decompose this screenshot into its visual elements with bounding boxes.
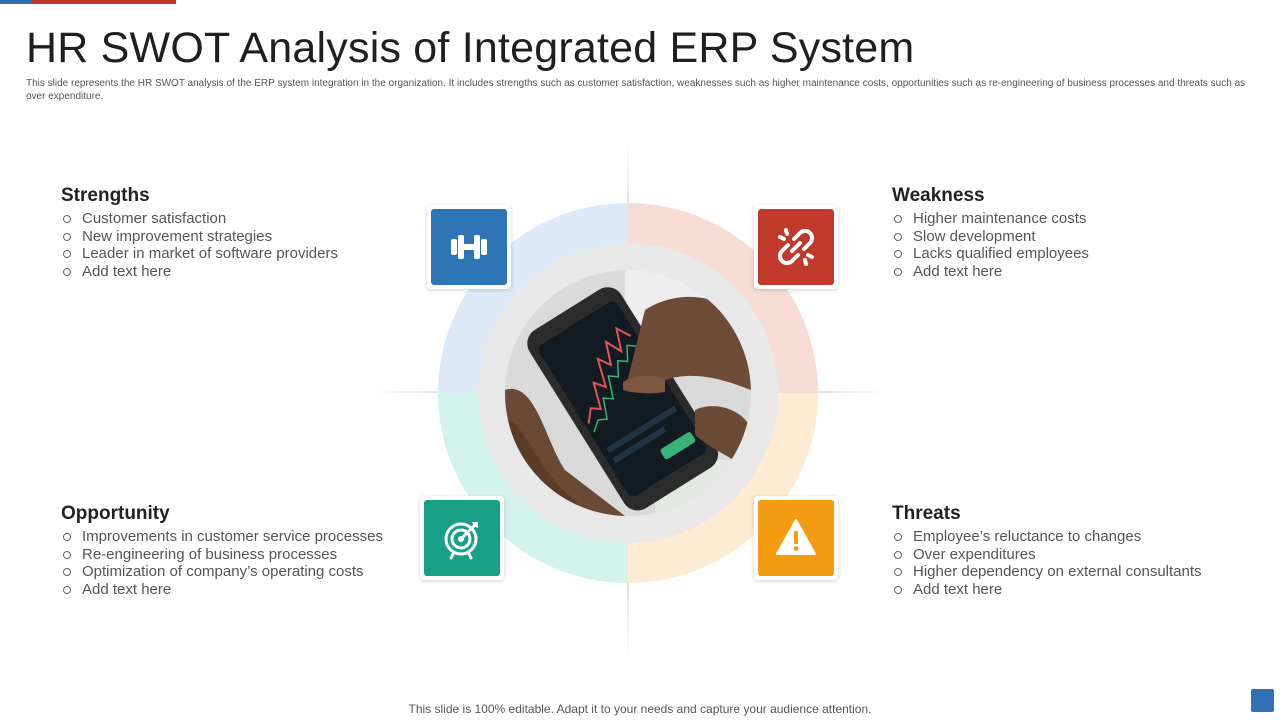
dumbbell-icon — [447, 225, 491, 269]
list-item[interactable]: Add text here — [892, 581, 1252, 599]
list-item[interactable]: Higher dependency on external consultant… — [892, 563, 1252, 581]
bullet-icon — [894, 551, 902, 559]
weakness-icon-background — [758, 209, 834, 285]
opportunity-title[interactable]: Opportunity — [61, 503, 421, 525]
list-item[interactable]: Employee’s reluctance to changes — [892, 528, 1252, 546]
list-item[interactable]: Optimization of company’s operating cost… — [61, 563, 421, 581]
threats-icon-background — [758, 500, 834, 576]
list-item[interactable]: Customer satisfaction — [61, 210, 421, 228]
bullet-icon — [63, 215, 71, 223]
list-item[interactable]: Add text here — [61, 263, 421, 281]
list-item[interactable]: Add text here — [61, 581, 421, 599]
target-icon — [440, 516, 484, 560]
bullet-icon — [63, 586, 71, 594]
bullet-icon — [63, 268, 71, 276]
strengths-icon-tile[interactable] — [427, 205, 511, 289]
list-item[interactable]: Improvements in customer service process… — [61, 528, 421, 546]
warning-icon — [774, 516, 818, 560]
strengths-title[interactable]: Strengths — [61, 185, 421, 207]
opportunity-icon-tile[interactable] — [420, 496, 504, 580]
strengths-section: Strengths Customer satisfaction New impr… — [61, 185, 421, 281]
opportunity-list: Improvements in customer service process… — [61, 528, 421, 599]
bullet-icon — [894, 250, 902, 258]
broken-link-icon — [774, 225, 818, 269]
strengths-list: Customer satisfaction New improvement st… — [61, 210, 421, 281]
bullet-icon — [894, 233, 902, 241]
bullet-icon — [894, 268, 902, 276]
opportunity-icon-background — [424, 500, 500, 576]
list-item[interactable]: Add text here — [892, 263, 1252, 281]
bullet-icon — [894, 568, 902, 576]
threats-icon-tile[interactable] — [754, 496, 838, 580]
bullet-icon — [63, 551, 71, 559]
list-item[interactable]: New improvement strategies — [61, 228, 421, 246]
weakness-list: Higher maintenance costs Slow developmen… — [892, 210, 1252, 281]
threats-title[interactable]: Threats — [892, 503, 1252, 525]
bullet-icon — [894, 215, 902, 223]
list-item[interactable]: Slow development — [892, 228, 1252, 246]
smartphone-photo[interactable] — [505, 270, 751, 516]
list-item[interactable]: Leader in market of software providers — [61, 245, 421, 263]
bullet-icon — [63, 533, 71, 541]
accent-bar-blue — [0, 0, 32, 4]
accent-bar-red — [32, 0, 176, 4]
smartphone-illustration — [505, 270, 751, 516]
list-item[interactable]: Re-engineering of business processes — [61, 546, 421, 564]
slide-subtitle[interactable]: This slide represents the HR SWOT analys… — [26, 77, 1256, 103]
opportunity-section: Opportunity Improvements in customer ser… — [61, 503, 421, 599]
bullet-icon — [63, 568, 71, 576]
slide-title[interactable]: HR SWOT Analysis of Integrated ERP Syste… — [26, 24, 914, 73]
slide-footer[interactable]: This slide is 100% editable. Adapt it to… — [0, 702, 1280, 716]
corner-accent-square — [1251, 689, 1274, 712]
bullet-icon — [63, 233, 71, 241]
bullet-icon — [894, 586, 902, 594]
threats-list: Employee’s reluctance to changes Over ex… — [892, 528, 1252, 599]
bullet-icon — [63, 250, 71, 258]
list-item[interactable]: Over expenditures — [892, 546, 1252, 564]
weakness-icon-tile[interactable] — [754, 205, 838, 289]
list-item[interactable]: Lacks qualified employees — [892, 245, 1252, 263]
list-item[interactable]: Higher maintenance costs — [892, 210, 1252, 228]
weakness-section: Weakness Higher maintenance costs Slow d… — [892, 185, 1252, 281]
weakness-title[interactable]: Weakness — [892, 185, 1252, 207]
bullet-icon — [894, 533, 902, 541]
strengths-icon-background — [431, 209, 507, 285]
threats-section: Threats Employee’s reluctance to changes… — [892, 503, 1252, 599]
